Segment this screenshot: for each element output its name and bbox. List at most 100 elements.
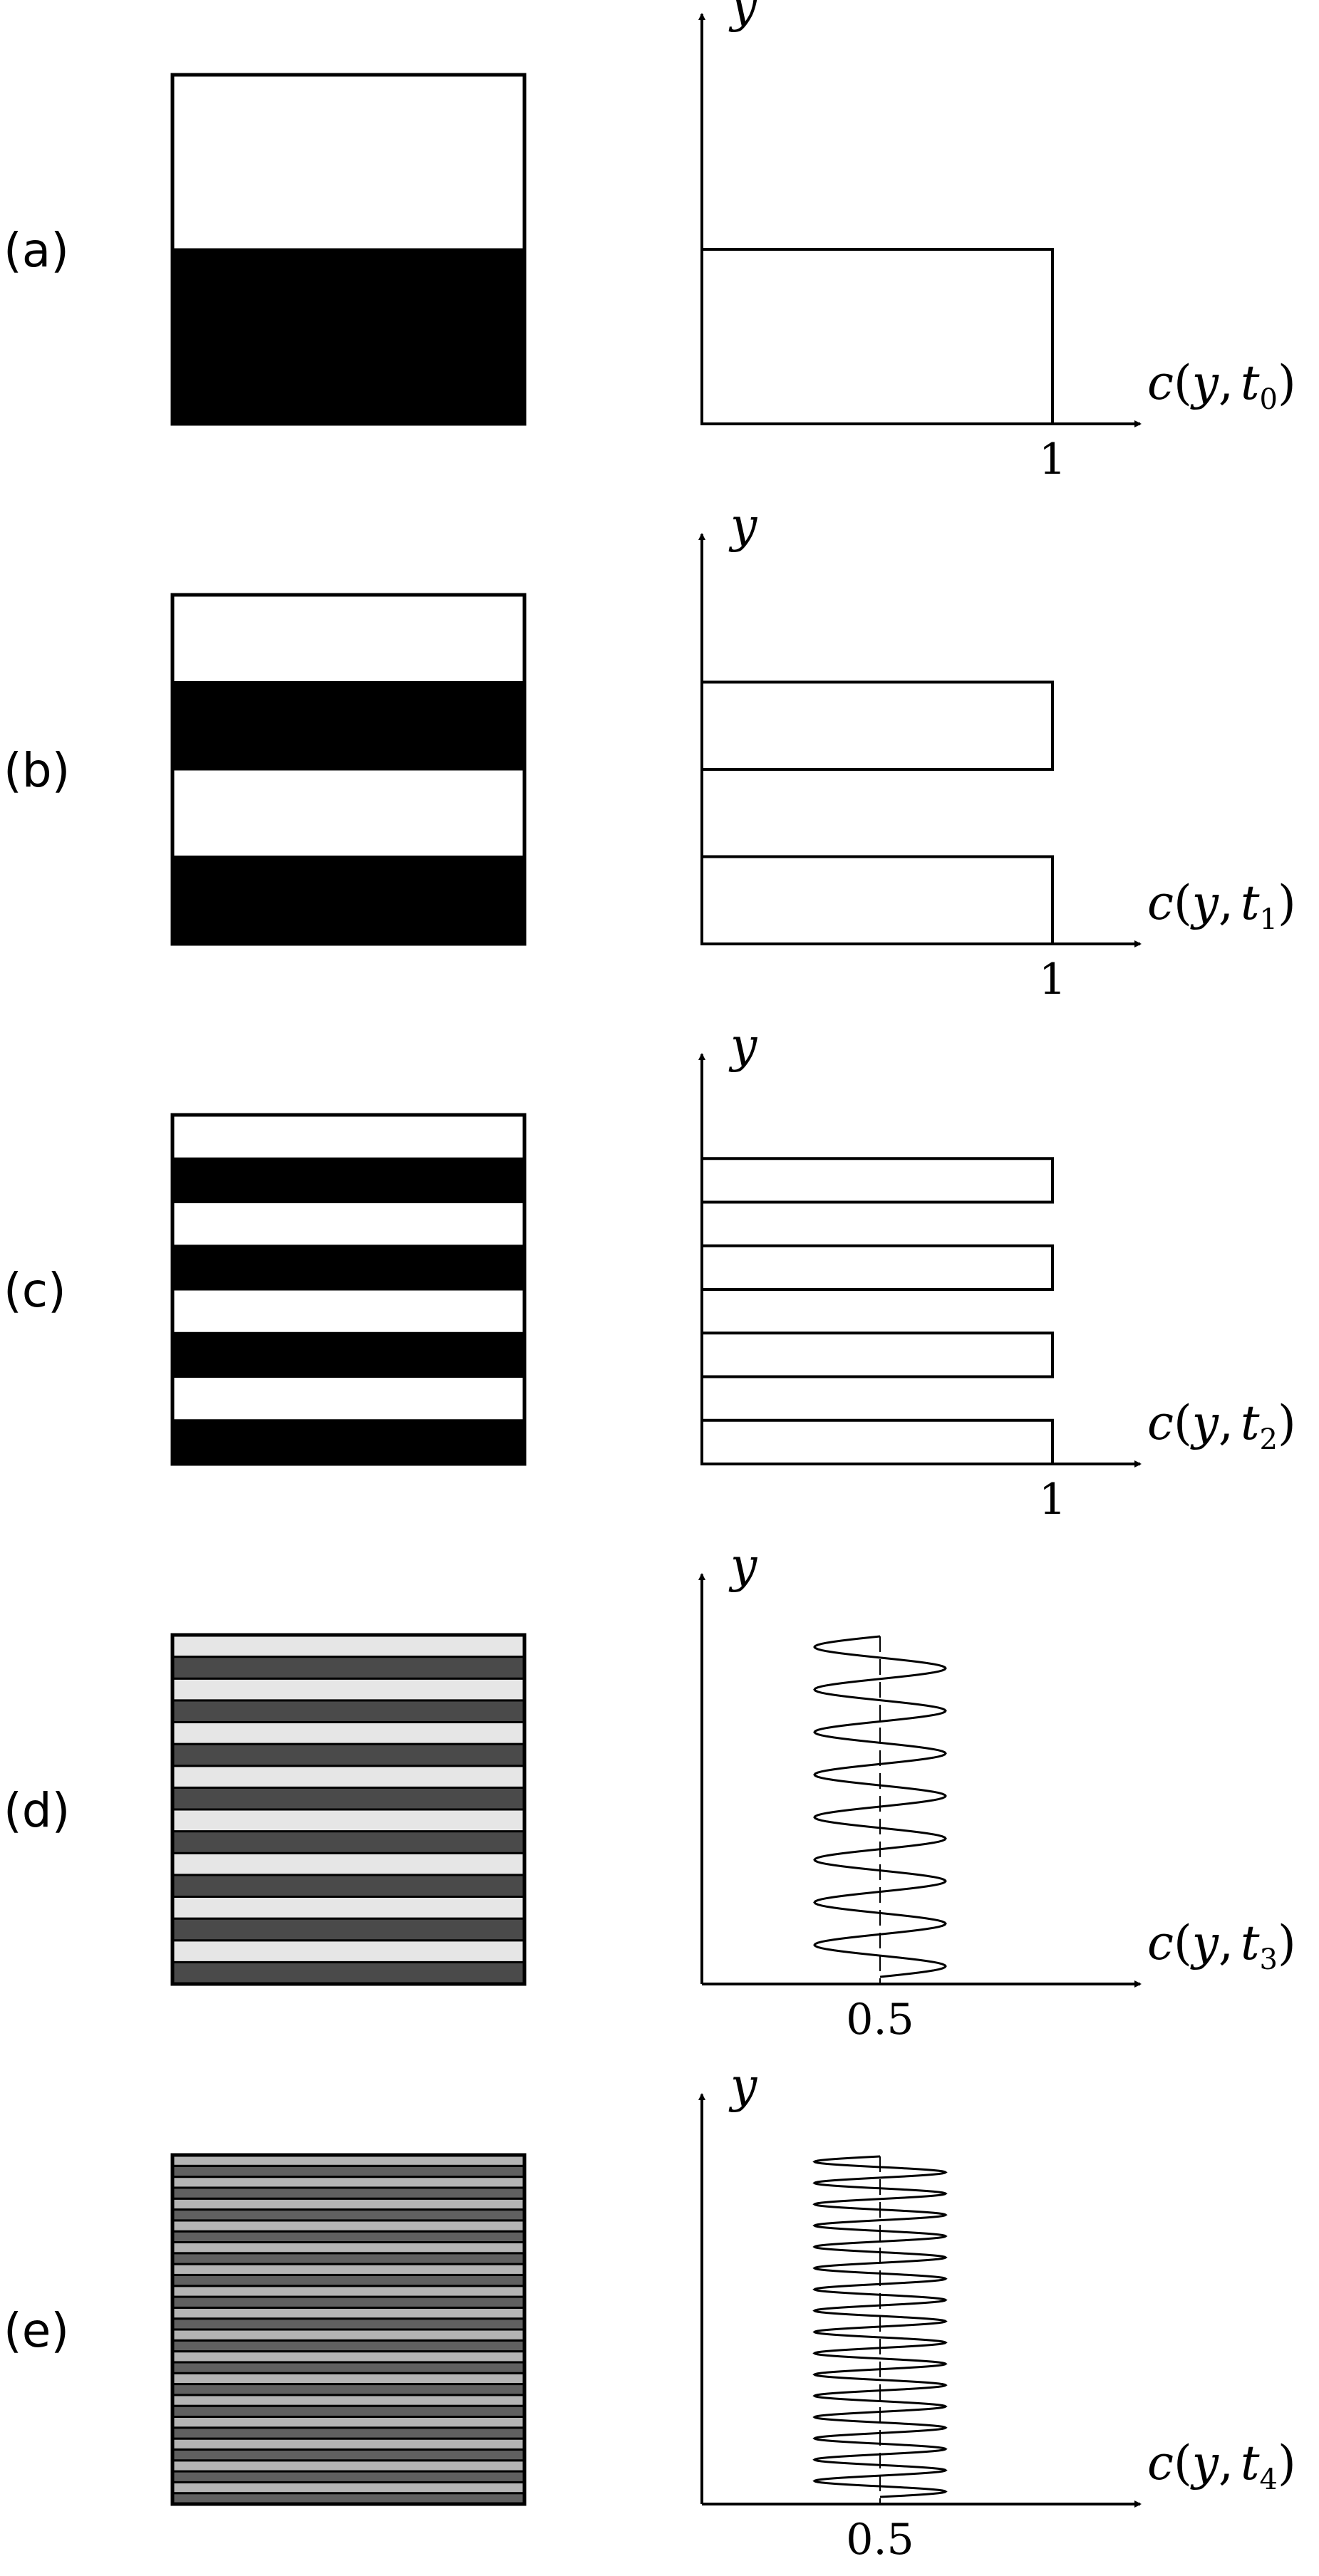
stripe — [171, 1786, 526, 1811]
stripe — [171, 1245, 526, 1291]
stripe — [171, 2285, 526, 2298]
stripe — [171, 2416, 526, 2429]
panel-b: (b) y c(y,t1) 1 — [4, 498, 1296, 1004]
stripe — [171, 768, 526, 858]
stripe — [171, 1157, 526, 1203]
stripe — [171, 2230, 526, 2243]
concentration-profile: yc(y,t4)0.5 — [698, 2058, 1296, 2565]
stripe — [171, 856, 526, 945]
stripe — [171, 2219, 526, 2233]
stripe — [171, 2273, 526, 2287]
stripe — [171, 1830, 526, 1854]
square-border — [170, 2153, 527, 2506]
x-tick-label: 1 — [1039, 955, 1066, 1004]
stripe — [171, 2306, 526, 2320]
stripe — [171, 1634, 526, 1658]
profile-step — [700, 1331, 1054, 1378]
stripe — [171, 2339, 526, 2353]
stripe — [171, 1808, 526, 1833]
x-tick-label: 1 — [1039, 1475, 1066, 1525]
stripe — [171, 1699, 526, 1723]
stripe — [171, 1852, 526, 1876]
profile-step — [700, 680, 1054, 771]
stripe — [171, 1743, 526, 1767]
stripe — [171, 1656, 526, 1680]
y-axis-label: y — [728, 498, 757, 553]
profile-step — [700, 1244, 1054, 1291]
stripe — [171, 2164, 526, 2178]
profile-step — [700, 1418, 1054, 1465]
square-border — [170, 1113, 527, 1466]
stripe — [171, 2372, 526, 2386]
stripe — [171, 593, 526, 683]
stripe — [171, 2176, 526, 2189]
stripe-square — [170, 593, 527, 946]
stripe — [171, 2383, 526, 2396]
stripe — [171, 2241, 526, 2255]
panel-e: (e)yc(y,t4)0.5 — [4, 2058, 1296, 2565]
stripe — [171, 2317, 526, 2331]
stripe — [171, 1765, 526, 1789]
stripe — [171, 2252, 526, 2265]
y-axis-label: y — [728, 1018, 757, 1073]
x-tick-label: 1 — [1039, 435, 1066, 484]
stripe — [171, 2328, 526, 2342]
panel-label: (b) — [4, 743, 70, 798]
concentration-profile: y c(y,t1) 1 — [698, 498, 1296, 1004]
stripe — [171, 1917, 526, 1942]
stripe — [171, 681, 526, 771]
panel-label: (e) — [4, 2303, 69, 2358]
stripe — [171, 2186, 526, 2200]
stripe — [171, 73, 526, 251]
y-axis-label: y — [728, 0, 757, 33]
stripe — [171, 2295, 526, 2309]
stripe-square — [170, 73, 527, 426]
stripe-square — [170, 1113, 527, 1466]
stripe — [171, 1939, 526, 1963]
x-axis-label: c(y,t0) — [1147, 355, 1296, 416]
panel-c: (c) yc(y,t2)1 — [4, 1018, 1296, 1525]
stripe — [171, 1201, 526, 1247]
panel-a: (a)yc(y,t0)1 — [4, 0, 1296, 484]
square-border — [170, 73, 527, 426]
stripe — [171, 2350, 526, 2364]
stripe — [171, 2437, 526, 2451]
stripe — [171, 1113, 526, 1160]
concentration-profile: y c(y,t3) 0.5 — [698, 1538, 1296, 2045]
x-axis-label: c(y,t3) — [1147, 1916, 1296, 1976]
panel-label: (d) — [4, 1783, 70, 1838]
x-tick-label: 0.5 — [846, 1995, 914, 2045]
stripe — [171, 1419, 526, 1465]
concentration-profile: y c(y,t0) 1 — [698, 0, 1296, 484]
stripe — [171, 1677, 526, 1702]
stripe — [171, 1960, 526, 1985]
concentration-profile: yc(y,t2)1 — [698, 1018, 1296, 1525]
stripe — [171, 1896, 526, 1920]
x-axis-label: c(y,t1) — [1147, 876, 1296, 936]
stripe — [171, 1331, 526, 1378]
square-border — [170, 1633, 527, 1986]
x-axis-label: c(y,t4) — [1147, 2436, 1296, 2496]
y-axis-label: y — [728, 1538, 757, 1593]
x-tick-label: 0.5 — [846, 2515, 914, 2565]
stripe — [171, 1874, 526, 1898]
panel-d: (d) y c(y,t3) 0.5 — [4, 1538, 1296, 2045]
stripe — [171, 2426, 526, 2440]
profile-step — [700, 248, 1054, 425]
stripe — [171, 2197, 526, 2211]
stripe — [171, 2263, 526, 2276]
stripe-square — [170, 1633, 527, 1986]
stripe — [171, 2361, 526, 2374]
stripe — [171, 248, 526, 425]
stripe — [171, 1288, 526, 1334]
stripe — [171, 2470, 526, 2483]
stripe — [171, 1721, 526, 1745]
panel-label: (c) — [4, 1263, 66, 1318]
stripe — [171, 1376, 526, 1422]
stripe — [171, 2404, 526, 2418]
stripe — [171, 2481, 526, 2495]
profile-step — [700, 855, 1054, 945]
stripe — [171, 2448, 526, 2462]
stripe — [171, 2394, 526, 2407]
